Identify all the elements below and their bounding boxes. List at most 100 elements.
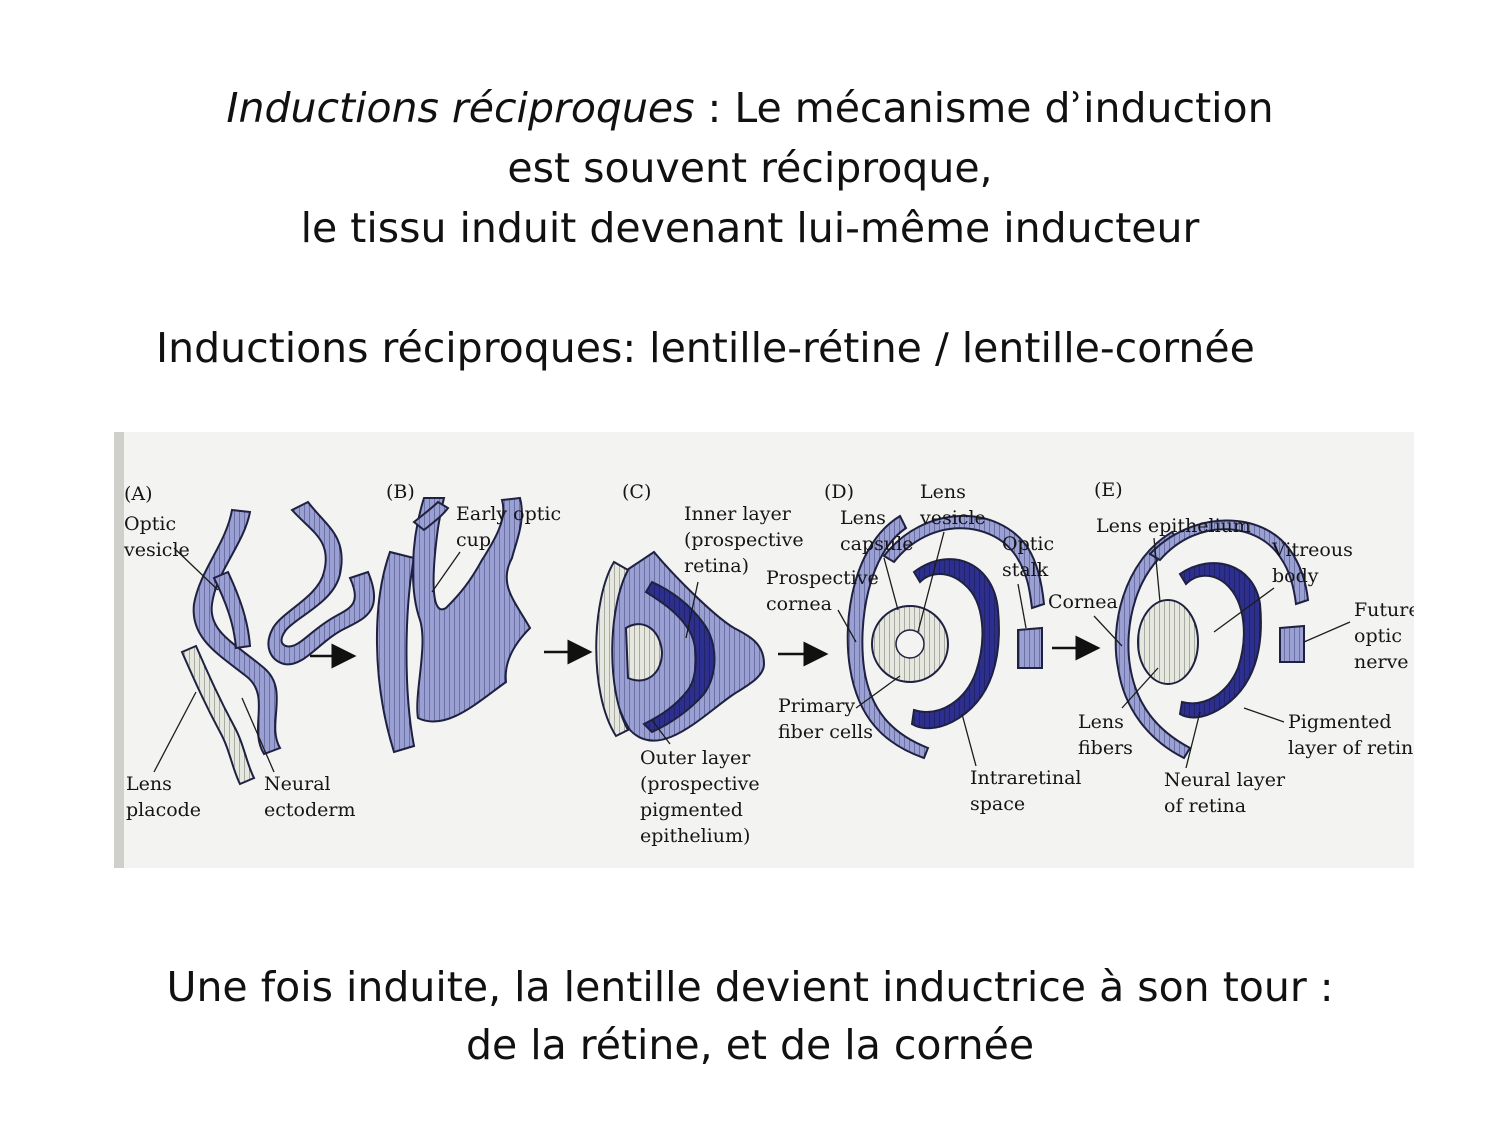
label-intraretinal-1: Intraretinal <box>970 767 1081 789</box>
label-neural-ectoderm-1: Neural <box>264 773 331 795</box>
title-line-3: le tissu induit devenant lui-même induct… <box>300 204 1200 252</box>
panel-e-drawing <box>1114 519 1310 760</box>
panel-label-d: (D) <box>824 481 854 503</box>
panel-label-b: (B) <box>386 481 415 503</box>
label-future-optic-2: optic <box>1354 625 1402 647</box>
leader-intraretinal <box>961 713 977 767</box>
leader-lens-capsule <box>883 557 899 611</box>
label-vitreous-2: body <box>1272 565 1319 587</box>
e-cornea-layer <box>1114 530 1192 760</box>
label-outer-layer-4: epithelium) <box>640 825 750 847</box>
leader-prospective-cornea <box>837 609 857 643</box>
panel-label-c: (C) <box>622 481 651 503</box>
label-lens-fibers-1: Lens <box>1078 711 1124 733</box>
panel-a-drawing <box>180 500 376 786</box>
label-pigmented-2: layer of retina <box>1288 737 1414 759</box>
early-cup-surface-ectoderm <box>375 550 416 754</box>
label-lens-epithelium: Lens epithelium <box>1096 515 1251 537</box>
e-outer-eye-wall <box>1148 519 1310 606</box>
panel-label-a: (A) <box>124 483 153 505</box>
label-neural-layer-1: Neural layer <box>1164 769 1286 791</box>
title-italic-term: Inductions réciproques <box>226 84 695 132</box>
leader-pigmented <box>1243 707 1285 723</box>
leader-vitreous <box>1213 587 1275 633</box>
label-lens-capsule-1: Lens <box>840 507 886 529</box>
panel-c-drawing <box>595 550 829 742</box>
label-cornea: Cornea <box>1048 591 1118 613</box>
label-prospective-cornea-2: cornea <box>766 593 832 615</box>
panel-b-drawing <box>375 496 593 754</box>
label-lens-capsule-2: capsule <box>840 533 913 555</box>
label-lens-fibers-2: fibers <box>1078 737 1133 759</box>
label-lens-placode-1: Lens <box>126 773 172 795</box>
label-pigmented-1: Pigmented <box>1288 711 1392 733</box>
leader-neural-ectoderm <box>241 697 275 773</box>
label-optic-vesicle-1: Optic <box>124 513 176 535</box>
figure-left-shadow <box>114 432 124 868</box>
panel-label-e: (E) <box>1094 479 1123 501</box>
neural-ectoderm-lower <box>212 570 252 650</box>
label-lens-vesicle-1: Lens <box>920 481 966 503</box>
label-future-optic-1: Future <box>1354 599 1414 621</box>
label-optic-vesicle-2: vesicle <box>123 539 190 561</box>
slide-footer: Une fois induite, la lentille devient in… <box>0 958 1500 1074</box>
leader-lens-fibers <box>1121 667 1159 709</box>
early-cup-upper-stalk <box>412 500 450 532</box>
leader-lens-epithelium <box>1153 537 1161 603</box>
e-optic-nerve <box>1279 624 1305 663</box>
label-inner-layer-3: retina) <box>684 555 749 577</box>
d-lens-lumen <box>895 629 925 659</box>
leader-optic-vesicle <box>173 547 219 591</box>
leader-outer-layer <box>651 719 671 745</box>
neural-ectoderm-right-tube <box>267 500 376 666</box>
c-lens-tissue <box>595 560 630 738</box>
e-neural-retina <box>1178 562 1262 719</box>
panel-d-drawing <box>846 514 1101 760</box>
leader-cornea <box>1093 615 1123 647</box>
label-early-optic-cup-2: cup <box>456 529 491 551</box>
d-cornea-ectoderm <box>846 514 930 760</box>
early-cup-body <box>411 496 532 723</box>
label-outer-layer-3: pigmented <box>640 799 743 821</box>
label-primary-fiber-2: fiber cells <box>778 721 873 743</box>
slide-subtitle: Inductions réciproques: lentille-rétine … <box>156 324 1255 372</box>
leader-primary-fiber <box>855 675 901 709</box>
label-inner-layer-2: (prospective <box>684 529 804 551</box>
label-optic-stalk-2: stalk <box>1002 559 1049 581</box>
label-early-optic-cup-1: Early optic <box>456 503 561 525</box>
label-outer-layer-1: Outer layer <box>640 747 751 769</box>
label-outer-layer-2: (prospective <box>640 773 760 795</box>
label-intraretinal-2: space <box>970 793 1025 815</box>
neural-ectoderm-left-tube <box>192 508 282 756</box>
footer-line-2: de la rétine, et de la cornée <box>465 1021 1035 1069</box>
label-neural-layer-2: of retina <box>1164 795 1246 817</box>
footer-line-1: Une fois induite, la lentille devient in… <box>166 963 1334 1011</box>
label-lens-vesicle-2: vesicle <box>919 507 986 529</box>
d-optic-stalk <box>1017 626 1043 669</box>
d-outer-cup <box>882 515 1046 610</box>
lens-placode-strip <box>180 644 256 786</box>
d-neural-retina <box>910 558 1000 730</box>
label-prospective-cornea-1: Prospective <box>766 567 879 589</box>
slide-title: Inductions réciproques : Le mécanisme dʾ… <box>0 78 1500 258</box>
leader-inner-layer <box>685 581 699 639</box>
e-lens <box>1137 599 1199 685</box>
title-line-2: est souvent réciproque, <box>507 144 993 192</box>
leader-lens-vesicle <box>917 531 945 633</box>
leader-optic-stalk <box>1017 583 1027 629</box>
leader-neural-layer <box>1185 711 1201 769</box>
c-lens-invagination <box>624 623 664 682</box>
label-future-optic-3: nerve <box>1354 651 1409 673</box>
label-vitreous-1: Vitreous <box>1271 539 1353 561</box>
label-neural-ectoderm-2: ectoderm <box>264 799 355 821</box>
label-optic-stalk-1: Optic <box>1002 533 1054 555</box>
c-inner-layer-retina <box>642 580 716 734</box>
eye-development-figure: (A) (B) (C) (D) (E) <box>114 432 1414 868</box>
leader-early-optic-cup <box>431 551 461 593</box>
label-lens-placode-2: placode <box>126 799 201 821</box>
title-line-1-rest: : Le mécanisme dʾinduction <box>694 84 1274 132</box>
label-primary-fiber-1: Primary <box>778 695 855 717</box>
leader-lens-placode <box>153 691 197 773</box>
title-line-1: Inductions réciproques : Le mécanisme dʾ… <box>0 78 1500 138</box>
leader-future-optic <box>1303 621 1351 643</box>
